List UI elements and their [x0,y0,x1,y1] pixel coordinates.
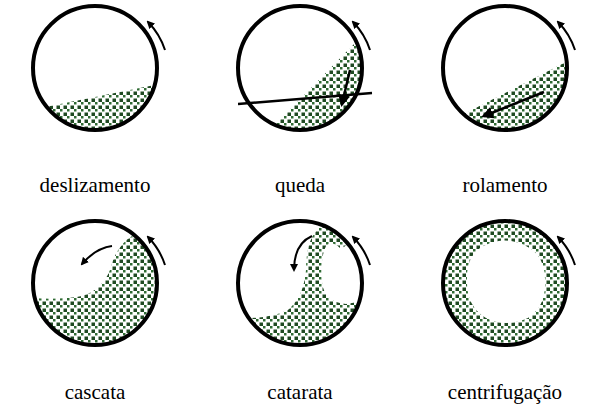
regime-label: centrifugação [448,382,562,403]
cataracting-drum [232,221,370,360]
slumping-drum [238,6,372,140]
regime-label: queda [275,175,325,196]
rolling-drum [440,6,575,140]
sliding-drum [20,6,170,140]
regime-label: rolamento [462,175,547,196]
centrifuging-drum [440,218,570,348]
rotation-arrows [148,22,575,265]
regime-label: catarata [267,382,332,403]
cascading-drum [30,221,165,355]
regime-label: cascata [65,382,126,403]
regime-label: deslizamento [40,175,151,196]
